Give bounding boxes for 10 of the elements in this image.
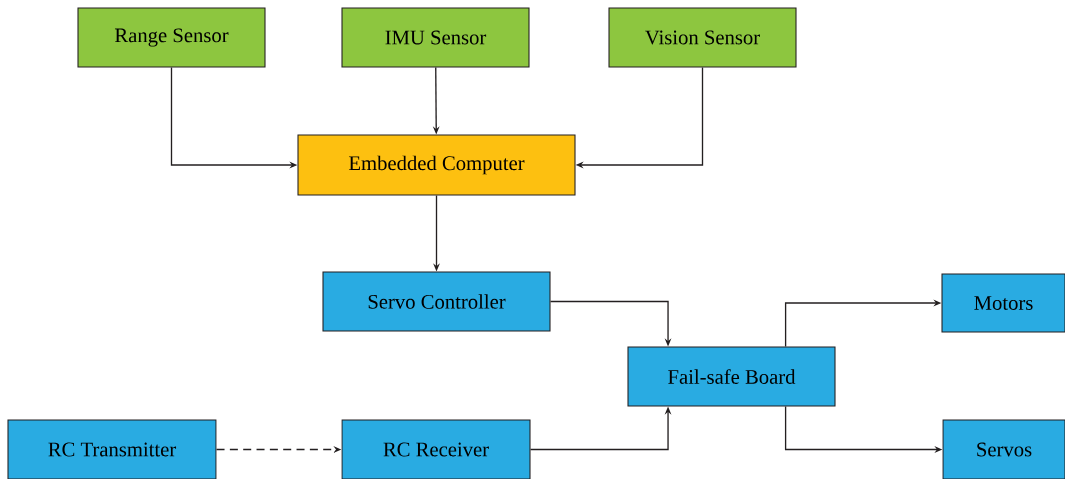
block-box: IMU Sensor xyxy=(341,7,530,68)
block-box: RC Transmitter xyxy=(7,419,217,479)
block-box: Vision Sensor xyxy=(608,7,797,68)
block-box: Embedded Computer xyxy=(297,134,576,196)
block-box: Range Sensor xyxy=(77,7,266,68)
block-box: Fail-safe Board xyxy=(627,346,836,407)
block-box: RC Receiver xyxy=(341,419,531,479)
block-box: Servos xyxy=(942,419,1065,479)
block-box: Servo Controller xyxy=(322,271,551,332)
block-box: Motors xyxy=(941,273,1065,333)
